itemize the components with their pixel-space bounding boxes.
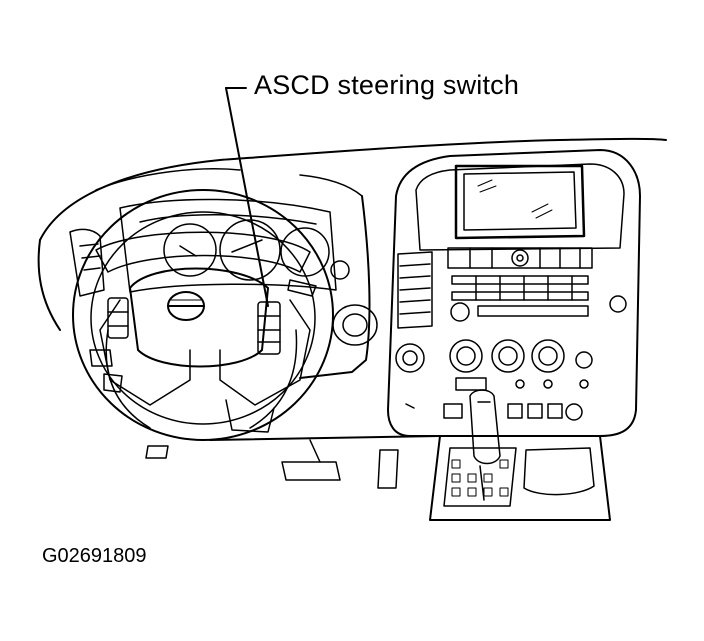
pedals [146,440,398,488]
lower-switch-bank [406,404,582,420]
figure-id: G02691809 [42,545,147,567]
instrument-cluster [70,199,349,296]
callout-label: ASCD steering switch [254,70,520,100]
ascd-steering-switch [258,302,280,354]
navigation-screen [456,166,584,238]
callout-leader [226,88,268,306]
left-wheel-switch [108,298,128,338]
steering-column [90,280,377,432]
dashboard-outline [39,139,666,440]
climate-controls [396,340,592,390]
center-vent [398,252,432,328]
steering-wheel [73,190,333,440]
steering-hub [130,269,268,367]
audio-panel [448,248,626,321]
center-stack [388,150,640,436]
shift-lever [470,390,500,500]
floor-console [430,436,610,520]
